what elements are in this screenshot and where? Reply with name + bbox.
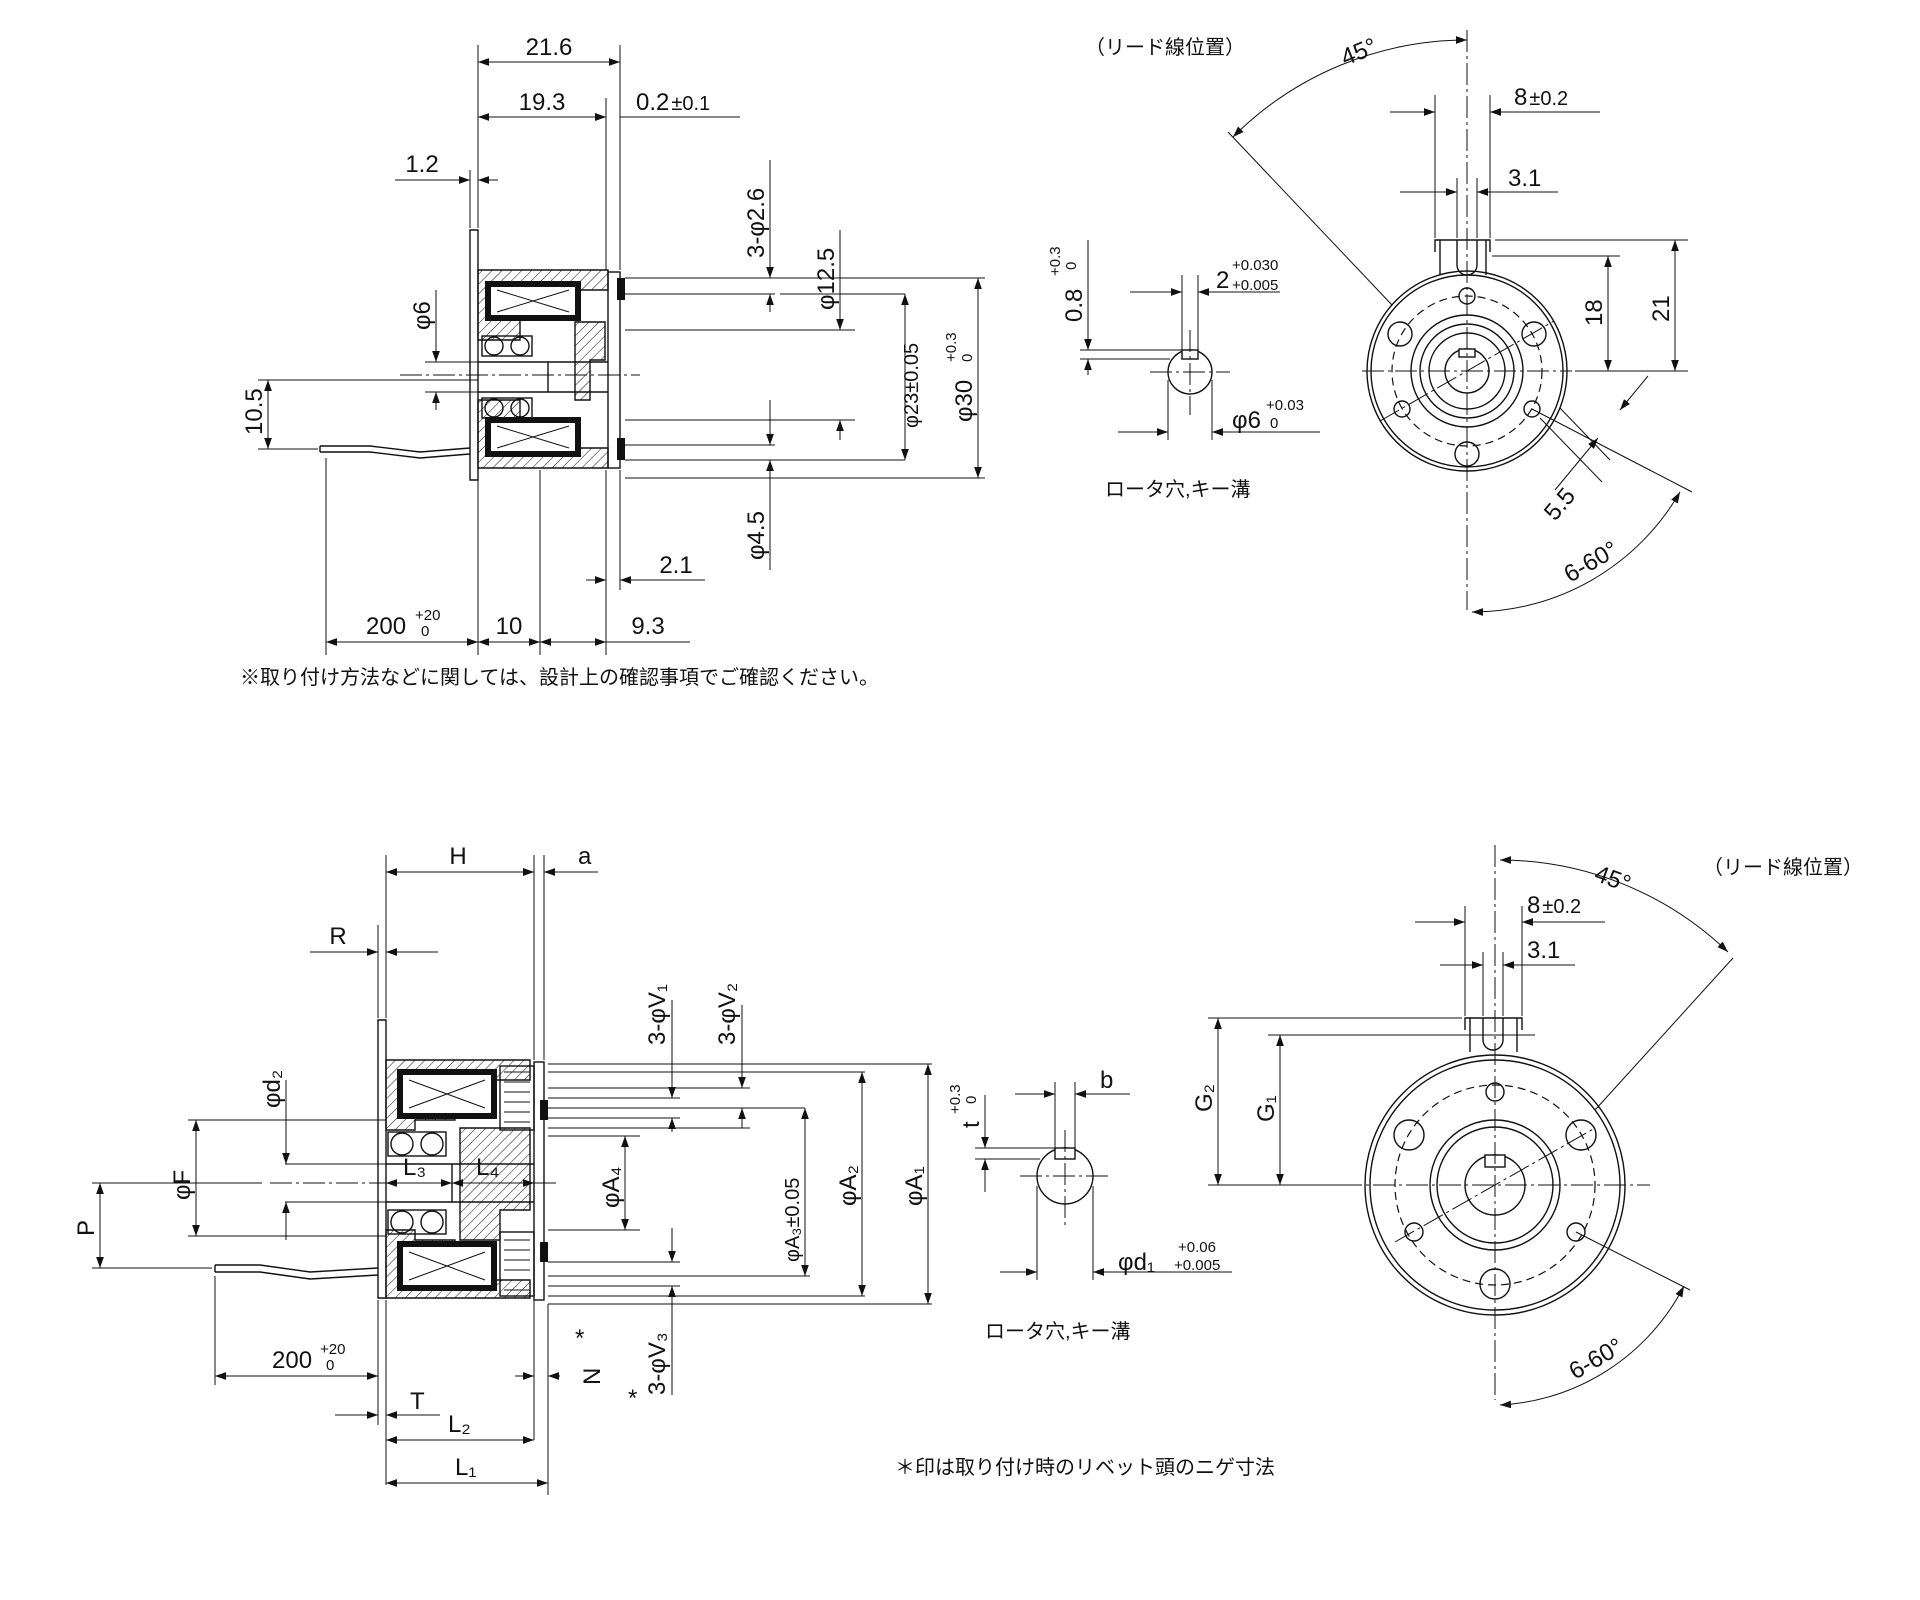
dim-10-5: 10.5: [241, 388, 268, 435]
dim-L2: L₂: [448, 1411, 471, 1438]
dim-key-phi-d1-upper-tol: +0.06: [1178, 1239, 1216, 1256]
dim-200-upper-tol: +20: [415, 607, 440, 624]
dim-21-6: 21.6: [526, 34, 573, 61]
dim-200-lower-tol: 0: [421, 623, 429, 640]
dim-10: 10: [496, 613, 523, 640]
dim-9-3: 9.3: [631, 613, 664, 640]
dim-200: 200: [366, 613, 406, 640]
dim-phi-23: φ23±0.05: [901, 343, 923, 428]
dim-L1: L₁: [455, 1454, 476, 1481]
dim-bottom-200-upper-tol: +20: [320, 1341, 345, 1358]
dim-3-phi-V2: 3-φV₂: [714, 983, 741, 1045]
dim-R: R: [329, 923, 346, 950]
star-n: *: [575, 1325, 584, 1352]
dim-19-3: 19.3: [519, 89, 566, 116]
dim-phi-A1: φA₁: [901, 1166, 928, 1206]
dim-key-t: t: [958, 1121, 985, 1128]
dim-key-0-8: 0.8: [1061, 289, 1088, 322]
dim-18: 18: [1581, 299, 1608, 326]
dim-bottom-200: 200: [272, 1347, 312, 1374]
dim-3-phi-V3: 3-φV₃: [644, 1332, 671, 1395]
dim-phi-12-5: φ12.5: [813, 248, 840, 310]
dim-T: T: [410, 1388, 425, 1415]
dim-phi-30-lower-tol: 0: [959, 354, 976, 362]
dim-a: a: [578, 843, 592, 870]
bottom-keyway-detail: t +0.3 0 b φd₁ +0.06 +0.005 ロータ穴,キー溝: [947, 1067, 1232, 1343]
dim-key-2-lower-tol: +0.005: [1232, 277, 1278, 294]
dim-key-2: 2: [1216, 267, 1229, 294]
dim-phi-A3: φA₃±0.05: [782, 1178, 804, 1262]
dim-phi-30: φ30: [951, 380, 978, 422]
dim-3-1: 3.1: [1508, 165, 1541, 192]
top-keyway-detail: 0.8 +0.3 0 2 +0.030 +0.005 φ6 +0.03 0 ロー…: [1047, 240, 1320, 501]
dim-phi-6: φ6: [409, 301, 436, 330]
dim-1-2: 1.2: [405, 151, 438, 178]
dim-bottom-3-1: 3.1: [1527, 937, 1560, 964]
dim-21: 21: [1648, 295, 1675, 322]
dim-key-b: b: [1100, 1067, 1113, 1094]
bottom-lead-position-label: （リード線位置）: [1703, 856, 1863, 879]
bottom-rivet-note: ＊印は取り付け時のリベット頭のニゲ寸法: [895, 1456, 1275, 1479]
dim-key-0-8-upper-tol: +0.3: [1047, 246, 1064, 276]
dim-3-phi-2-6: 3-φ2.6: [743, 188, 770, 258]
dim-key-0-8-lower-tol: 0: [1063, 262, 1080, 270]
bottom-side-section-view: H a R 3-φV₁ 3-φV₂ φA₄: [73, 843, 932, 1495]
dim-key-phi-6-lower-tol: 0: [1270, 415, 1278, 432]
dim-key-phi-d1: φd₁: [1118, 1249, 1155, 1276]
dim-L4: L₄: [476, 1154, 499, 1181]
dim-key-t-upper-tol: +0.3: [947, 1084, 964, 1114]
bottom-front-view: 45° （リード線位置） 8±0.2 3.1 G₂ G₁ 6-60°: [1191, 845, 1863, 1409]
dim-45-deg: 45°: [1337, 33, 1381, 72]
top-keyway-caption: ロータ穴,キー溝: [1105, 478, 1251, 501]
top-side-section-view: 21.6 19.3 0.2±0.1 1.2 3-φ2.6 φ12.5: [241, 34, 985, 655]
dim-5-5: 5.5: [1539, 483, 1581, 526]
dim-G1: G₁: [1253, 1095, 1280, 1122]
star-v3: *: [628, 1385, 637, 1412]
bottom-keyway-caption: ロータ穴,キー溝: [985, 1320, 1131, 1343]
dim-phi-30-upper-tol: +0.3: [943, 332, 960, 362]
top-mounting-note: ※取り付け方法などに関しては、設計上の確認事項でご確認ください。: [240, 666, 879, 689]
dim-key-2-upper-tol: +0.030: [1232, 257, 1278, 274]
dim-P: P: [73, 1220, 100, 1236]
dim-key-t-lower-tol: 0: [963, 1096, 980, 1104]
dim-bottom-45-deg: 45°: [1591, 860, 1634, 898]
dim-key-phi-6: φ6: [1232, 407, 1261, 434]
dim-phi-A2: φA₂: [835, 1165, 862, 1206]
dim-H: H: [449, 843, 466, 870]
dim-G2: G₂: [1191, 1084, 1218, 1112]
top-lead-position-label: （リード線位置）: [1085, 36, 1245, 59]
dim-bottom-200-lower-tol: 0: [326, 1357, 334, 1374]
dim-phi-d2: φd₂: [259, 1070, 286, 1108]
dim-0-2-tol: 0.2±0.1: [636, 89, 710, 116]
dim-N: N: [579, 1368, 606, 1385]
dim-phi-F: φF: [169, 1170, 196, 1200]
dim-phi-4-5: φ4.5: [743, 511, 770, 560]
dim-L3: L₃: [403, 1154, 426, 1181]
dim-3-phi-V1: 3-φV₁: [644, 984, 671, 1045]
dim-key-phi-d1-lower-tol: +0.005: [1174, 1257, 1220, 1274]
dim-2-1: 2.1: [659, 552, 692, 579]
dim-bottom-8-tol: 8±0.2: [1527, 892, 1581, 919]
top-front-view: 45° （リード線位置） 8±0.2 3.1 18 21 5.5 6-60°: [1085, 30, 1693, 616]
dim-key-phi-6-upper-tol: +0.03: [1266, 397, 1304, 414]
dim-8-tol: 8±0.2: [1514, 84, 1568, 111]
dim-phi-A4: φA₄: [598, 1167, 625, 1208]
